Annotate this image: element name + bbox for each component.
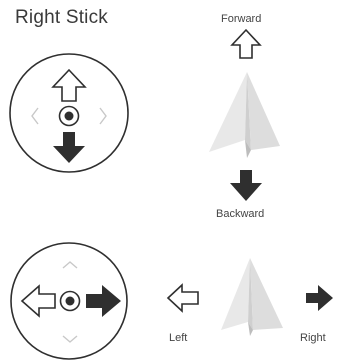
arrow-down-filled-icon — [53, 132, 85, 163]
label-forward: Forward — [221, 13, 261, 25]
right-arrow-icon — [306, 285, 333, 311]
left-arrow-icon — [168, 285, 198, 311]
arrow-right-filled-icon — [86, 285, 121, 317]
label-backward: Backward — [216, 208, 264, 220]
label-left: Left — [169, 332, 187, 344]
chevron-up-faint-icon — [63, 262, 77, 268]
chevron-left-faint-icon — [32, 108, 38, 124]
stick-pitch — [10, 54, 128, 172]
chevron-right-faint-icon — [100, 108, 106, 124]
backward-arrow-icon — [230, 170, 262, 201]
label-right: Right — [300, 332, 326, 344]
arrow-up-outline-icon — [53, 70, 85, 101]
stick-roll — [11, 243, 127, 359]
stick-center-dot — [65, 112, 74, 121]
stick-roll-center-dot — [66, 297, 75, 306]
arrow-left-outline-icon — [22, 286, 55, 316]
forward-arrow-icon — [232, 30, 260, 58]
paper-plane-bottom-icon — [221, 258, 283, 336]
chevron-down-faint-icon — [63, 336, 77, 342]
paper-plane-top-icon — [209, 72, 280, 158]
